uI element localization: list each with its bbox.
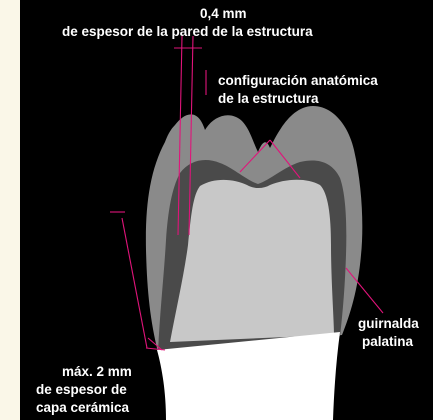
palatal-garland-label-line2: palatina xyxy=(362,334,413,350)
palatal-garland-label-line1: guirnalda xyxy=(358,316,419,332)
anatomic-configuration-label-line2: de la estructura xyxy=(218,91,319,107)
abutment-core xyxy=(170,180,334,342)
wall-thickness-text-label: de espesor de la pared de la estructura xyxy=(62,24,313,40)
anatomic-configuration-label-line1: configuración anatómica xyxy=(218,73,378,89)
ceramic-thickness-label-line1: máx. 2 mm xyxy=(62,364,132,380)
wall-thickness-value-label: 0,4 mm xyxy=(200,6,247,22)
ceramic-thickness-label-line3: capa cerámica xyxy=(36,400,129,416)
ceramic-thickness-label-line2: de espesor de xyxy=(36,382,127,398)
